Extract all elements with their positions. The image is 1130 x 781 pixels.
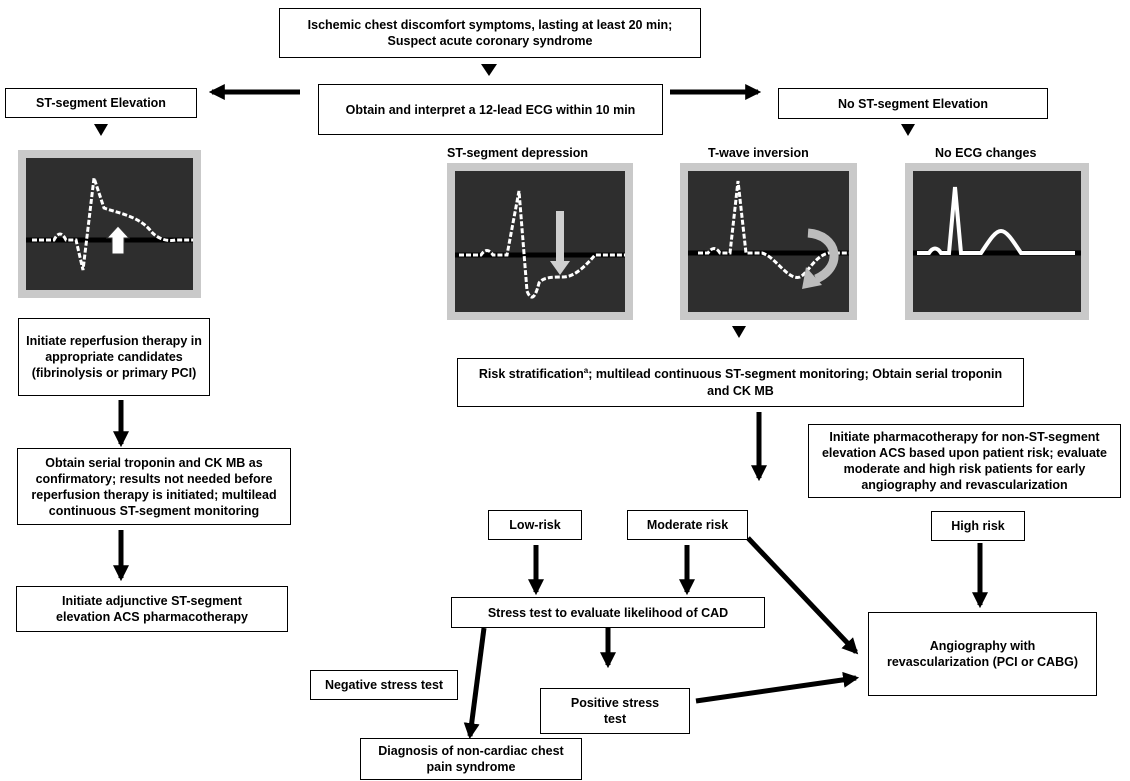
troponin-ste-box: Obtain serial troponin and CK MB as conf… bbox=[17, 448, 291, 525]
start-line2: Suspect acute coronary syndrome bbox=[387, 34, 593, 48]
up-arrow-icon bbox=[105, 225, 131, 255]
risk-strat-footnote: a bbox=[583, 366, 589, 376]
low-risk-text: Low-risk bbox=[509, 518, 561, 532]
adjunctive-text: Initiate adjunctive ST-segment elevation… bbox=[56, 594, 248, 624]
ecg-t-wave-trace bbox=[688, 180, 849, 289]
negative-stress-box: Negative stress test bbox=[310, 670, 458, 700]
reperfusion-text: Initiate reperfusion therapy in appropri… bbox=[26, 334, 202, 380]
no-st-elevation-box: No ST-segment Elevation bbox=[778, 88, 1048, 119]
risk-strat-part2: ; multilead continuous ST-segment monito… bbox=[588, 367, 1003, 398]
angiography-box: Angiography with revascularization (PCI … bbox=[868, 612, 1097, 696]
pharmacotherapy-box: Initiate pharmacotherapy for non-ST-segm… bbox=[808, 424, 1121, 498]
arrow-stress-to-diagnosis bbox=[463, 627, 487, 740]
positive-stress-text: Positive stress test bbox=[570, 696, 660, 726]
high-risk-text: High risk bbox=[951, 519, 1005, 533]
arrow-positive-to-angiography bbox=[695, 671, 860, 704]
adjunctive-box: Initiate adjunctive ST-segment elevation… bbox=[16, 586, 288, 632]
moderate-risk-text: Moderate risk bbox=[646, 518, 729, 532]
diagnosis-text: Diagnosis of non-cardiac chest pain synd… bbox=[378, 744, 564, 774]
diagnosis-box: Diagnosis of non-cardiac chest pain synd… bbox=[360, 738, 582, 780]
ecg-no-changes-panel bbox=[905, 163, 1089, 320]
down-arrow-icon bbox=[550, 211, 570, 275]
high-risk-box: High risk bbox=[931, 511, 1025, 541]
curved-arrow-icon bbox=[807, 228, 839, 284]
low-risk-box: Low-risk bbox=[488, 510, 582, 540]
st-depression-label: ST-segment depression bbox=[447, 146, 589, 160]
stress-test-text: Stress test to evaluate likelihood of CA… bbox=[487, 605, 729, 620]
stress-test-box: Stress test to evaluate likelihood of CA… bbox=[451, 597, 765, 628]
st-elevation-text: ST-segment Elevation bbox=[36, 96, 166, 110]
no-ecg-changes-label: No ECG changes bbox=[935, 146, 1037, 160]
reperfusion-box: Initiate reperfusion therapy in appropri… bbox=[18, 318, 210, 396]
ecg-t-wave-inversion-panel bbox=[680, 163, 857, 320]
arrow-moderate-to-angiography bbox=[746, 536, 859, 655]
ecg-st-depression-panel bbox=[447, 163, 633, 320]
ecg-st-elevation-trace bbox=[26, 177, 193, 271]
t-wave-inversion-label: T-wave inversion bbox=[708, 146, 809, 160]
ecg12-text: Obtain and interpret a 12-lead ECG withi… bbox=[345, 102, 636, 117]
risk-strat-part1: Risk stratification bbox=[478, 367, 584, 382]
start-line1: Ischemic chest discomfort symptoms, last… bbox=[307, 18, 673, 32]
st-elevation-box: ST-segment Elevation bbox=[5, 88, 197, 118]
moderate-risk-box: Moderate risk bbox=[627, 510, 748, 540]
negative-stress-text: Negative stress test bbox=[324, 678, 444, 692]
positive-stress-box: Positive stress test bbox=[540, 688, 690, 734]
pharmacotherapy-text: Initiate pharmacotherapy for non-ST-segm… bbox=[821, 430, 1108, 492]
no-st-elevation-text: No ST-segment Elevation bbox=[837, 96, 989, 111]
risk-stratification-text: Risk stratificationa; multilead continuo… bbox=[471, 366, 1011, 398]
triangle-ecg-to-risk bbox=[732, 326, 746, 338]
troponin-ste-text: Obtain serial troponin and CK MB as conf… bbox=[31, 455, 277, 518]
ecg-no-changes-trace bbox=[913, 186, 1081, 256]
risk-stratification-box: Risk stratificationa; multilead continuo… bbox=[457, 358, 1024, 407]
ecg-st-depression-trace bbox=[455, 190, 625, 299]
triangle-ste-down bbox=[94, 124, 108, 136]
triangle-nste-down bbox=[901, 124, 915, 136]
start-symptoms-box: Ischemic chest discomfort symptoms, last… bbox=[279, 8, 701, 58]
ecg12-box: Obtain and interpret a 12-lead ECG withi… bbox=[318, 84, 663, 135]
ecg-st-elevation-panel bbox=[18, 150, 201, 298]
angiography-text: Angiography with revascularization (PCI … bbox=[886, 639, 1078, 669]
triangle-start-down bbox=[481, 64, 497, 76]
